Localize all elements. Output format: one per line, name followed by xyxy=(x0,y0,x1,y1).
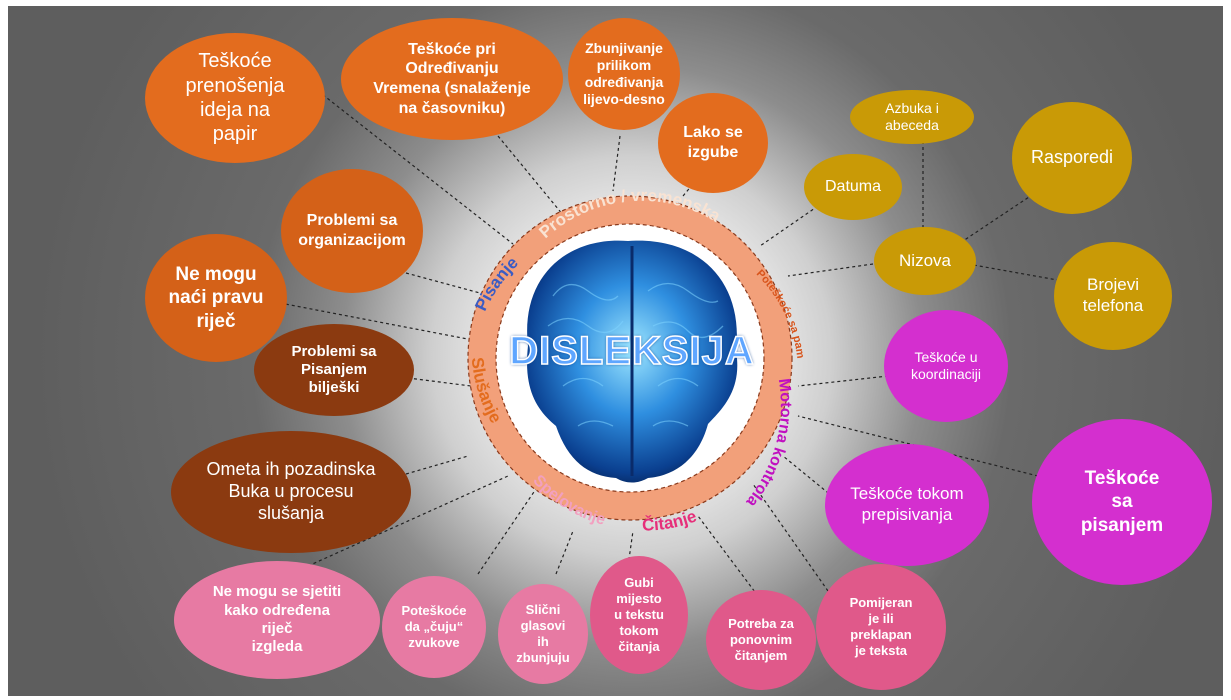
dashed-connectors xyxy=(279,90,1064,597)
bubble-brojevi: Brojevi telefona xyxy=(1054,242,1172,350)
bubble-potreba-citanje: Potreba za ponovnim čitanjem xyxy=(706,590,816,690)
bubble-teskoce-koordinaciji: Teškoće u koordinaciji xyxy=(884,310,1008,422)
bubble-teskoce-pisanjem: Teškoće sa pisanjem xyxy=(1032,419,1212,585)
brain-illustration xyxy=(527,240,738,483)
bubble-ne-mogu-naci: Ne mogu naći pravu riječ xyxy=(145,234,287,362)
bubble-pomijeran-tekst: Pomijeran je ili preklapan je teksta xyxy=(816,564,946,690)
bubble-poteskoce-cuju: Poteškoće da „čuju“ zvukove xyxy=(382,576,486,678)
bubble-teskoce-prepisivanja: Teškoće tokom prepisivanja xyxy=(825,444,989,566)
bubble-ometa-buka: Ometa ih pozadinska Buka u procesu sluša… xyxy=(171,431,411,553)
bubble-datuma: Datuma xyxy=(804,154,902,220)
bubble-ne-mogu-sjetiti: Ne mogu se sjetiti kako određena riječ i… xyxy=(174,561,380,679)
center-title: DISLEKSIJA xyxy=(508,328,755,374)
bubble-rasporedi: Rasporedi xyxy=(1012,102,1132,214)
bubble-tesko-prenosenja: Teškoće prenošenja ideja na papir xyxy=(145,33,325,163)
bubble-zbunjivanje: Zbunjivanje prilikom određivanja lijevo-… xyxy=(568,18,680,130)
bubble-azbuka: Azbuka i abeceda xyxy=(850,90,974,144)
bubble-problemi-organizacija: Problemi sa organizacijom xyxy=(281,169,423,293)
bubble-nizova: Nizova xyxy=(874,227,976,295)
bubble-lako-izgube: Lako se izgube xyxy=(658,93,768,193)
bubble-slicni-glasovi: Slični glasovi ih zbunjuju xyxy=(498,584,588,684)
bubble-odredjivanje-vremena: Teškoće pri Određivanju Vremena (snalaže… xyxy=(341,18,563,140)
bubble-problemi-biljeski: Problemi sa Pisanjem bilješki xyxy=(254,324,414,416)
dyslexia-mind-map: Prostorno / vremenska Poteškoće sa pamće… xyxy=(8,6,1223,696)
bubble-gubi-mjesto: Gubi mijesto u tekstu tokom čitanja xyxy=(590,556,688,674)
connector-lines: Prostorno / vremenska Poteškoće sa pamće… xyxy=(8,6,1064,597)
